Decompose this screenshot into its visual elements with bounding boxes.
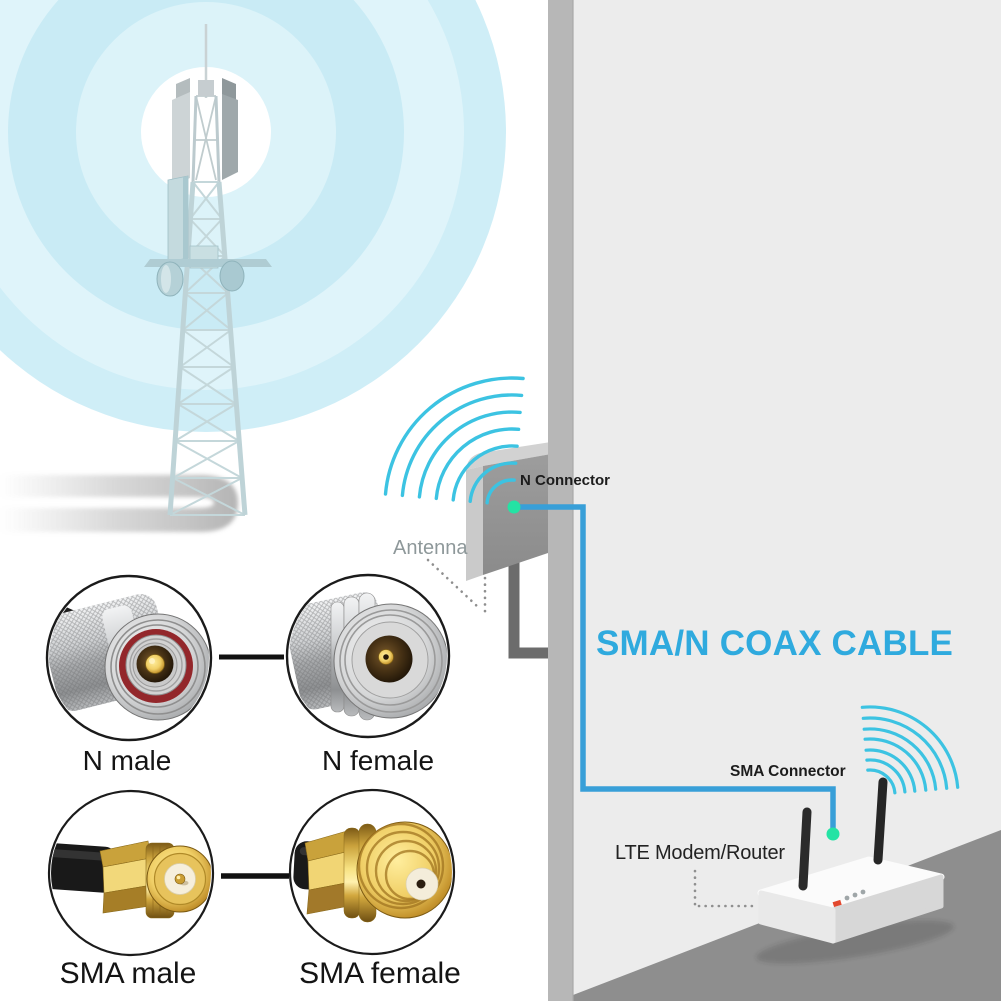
router-antenna-right — [873, 777, 888, 865]
connector-gallery — [45, 573, 456, 957]
antenna-wifi-waves-icon — [383, 376, 525, 505]
router-antenna-left — [798, 807, 812, 891]
sma-male-label: SMA male — [59, 957, 197, 990]
lte-router-label: LTE Modem/Router — [615, 842, 785, 864]
sma-male-photo — [47, 789, 215, 957]
n-male-photo — [45, 574, 213, 742]
sma-female-label: SMA female — [299, 957, 461, 990]
sma-female-photo — [288, 788, 456, 956]
wall-face — [573, 0, 1001, 1001]
n-connector-label: N Connector — [520, 472, 610, 489]
tower-shadow — [0, 475, 238, 532]
cell-tower-illustration — [144, 24, 272, 516]
router-wifi-waves-icon — [860, 705, 960, 795]
antenna-feed-cable — [508, 558, 552, 659]
n-female-photo — [285, 573, 451, 739]
n-male-label: N male — [82, 745, 172, 776]
page-title: SMA/N COAX CABLE — [596, 624, 954, 663]
coax-cable-line — [517, 504, 836, 829]
wall-edge — [548, 0, 574, 1001]
router-leds — [832, 889, 866, 908]
sma-connector-dot — [826, 827, 840, 841]
leader-lines — [426, 558, 759, 908]
n-connector-dot — [507, 500, 521, 514]
antenna-label: Antenna — [393, 537, 468, 559]
tower-signal-rings-icon — [0, 0, 506, 432]
lte-router-illustration — [756, 777, 954, 964]
n-female-label: N female — [321, 745, 435, 776]
antenna-leader — [426, 558, 480, 609]
sma-connector-label: SMA Connector — [730, 763, 846, 780]
